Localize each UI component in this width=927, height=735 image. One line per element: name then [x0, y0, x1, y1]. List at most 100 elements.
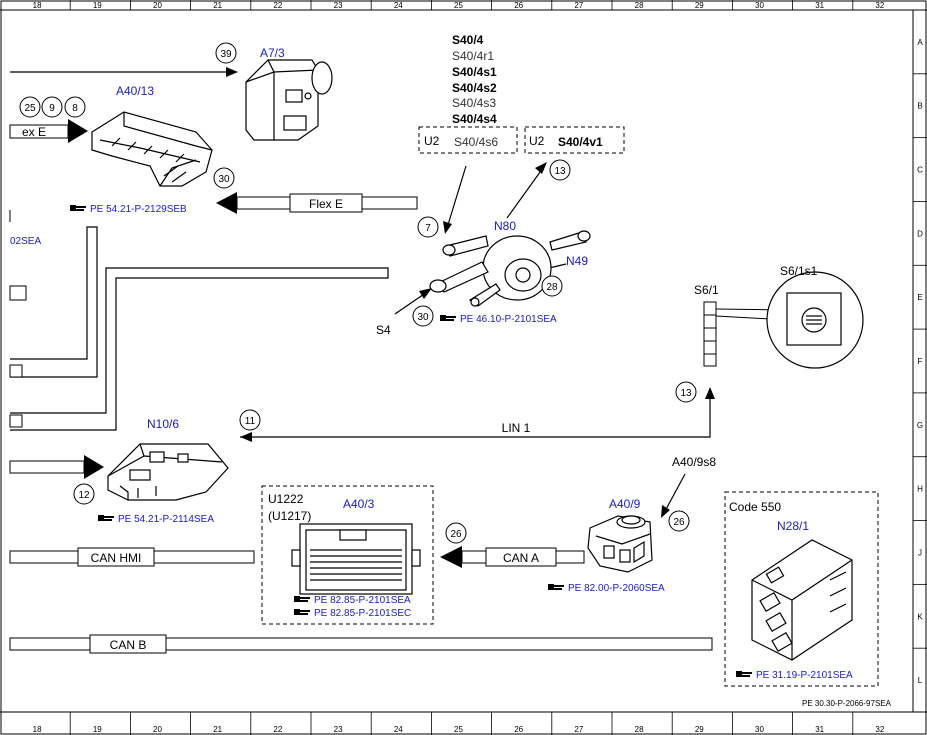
label-n10-6: N10/6: [147, 417, 179, 431]
row-letter-G: G: [917, 421, 923, 430]
column-number-18: 18: [33, 1, 42, 10]
bus-flex-e: Flex E: [309, 197, 343, 211]
column-number-27: 27: [574, 725, 583, 734]
label-a40-9: A40/9: [609, 497, 641, 511]
n80-steering-module: [429, 230, 591, 307]
label-n80: N80: [494, 219, 516, 233]
pointing-hand-icon: [736, 671, 752, 677]
ref-7: 7: [425, 223, 431, 234]
column-number-30: 30: [755, 1, 764, 10]
column-number-23: 23: [334, 725, 343, 734]
column-number-22: 22: [273, 1, 282, 10]
s40-line-1: S40/4: [452, 33, 484, 47]
pointing-hand-icon: [294, 596, 310, 602]
column-number-19: 19: [93, 725, 102, 734]
pe-left-partial: 02SEA: [10, 236, 41, 247]
column-number-21: 21: [213, 1, 222, 10]
row-letter-K: K: [917, 612, 923, 621]
column-number-31: 31: [815, 1, 824, 10]
ref-26-right: 26: [673, 517, 685, 528]
row-letter-E: E: [917, 293, 922, 302]
column-number-25: 25: [454, 1, 463, 10]
column-number-32: 32: [875, 725, 884, 734]
u2-left-box-label: U2: [424, 134, 440, 148]
label-a40-3: A40/3: [343, 497, 375, 511]
label-n49: N49: [566, 254, 588, 268]
column-number-24: 24: [394, 725, 403, 734]
label-u1222: U1222: [268, 492, 304, 506]
bus-can-b: CAN B: [110, 638, 147, 652]
label-code-550: Code 550: [729, 500, 781, 514]
a40-9-ignition-unit: [587, 515, 653, 573]
bus-can-hmi: CAN HMI: [91, 551, 142, 565]
ref-25: 25: [24, 103, 36, 114]
ref-26-left: 26: [450, 529, 462, 540]
ref-11: 11: [245, 416, 256, 427]
row-letter-J: J: [918, 548, 922, 557]
s40-line-5: S40/4s3: [452, 96, 496, 110]
pe-n10-6[interactable]: PE 54.21-P-2114SEA: [118, 514, 214, 525]
pointing-hand-icon: [548, 584, 564, 590]
ref-13-n80: 13: [554, 166, 566, 177]
s40-line-3: S40/4s1: [452, 65, 497, 79]
column-number-25: 25: [454, 725, 463, 734]
label-a40-13: A40/13: [116, 84, 154, 98]
doc-reference: PE 30.30-P-2066-97SEA: [802, 699, 892, 708]
pe-a40-9[interactable]: PE 82.00-P-2060SEA: [568, 583, 665, 594]
pe-a40-3-1[interactable]: PE 82.85-P-2101SEA: [314, 595, 411, 606]
column-number-31: 31: [815, 725, 824, 734]
row-letter-F: F: [918, 357, 923, 366]
pe-n28-1[interactable]: PE 31.19-P-2101SEA: [756, 670, 853, 681]
label-a7-3: A7/3: [260, 46, 285, 60]
pe-n80[interactable]: PE 46.10-P-2101SEA: [460, 314, 557, 325]
n28-1-trailer-module: [751, 539, 853, 661]
a40-3-head-unit: [291, 523, 421, 595]
column-number-20: 20: [153, 1, 162, 10]
row-letter-C: C: [917, 166, 923, 175]
row-letter-L: L: [918, 676, 923, 685]
pointing-hand-icon: [294, 609, 310, 615]
column-number-29: 29: [695, 1, 704, 10]
u2-left-item: S40/4s6: [454, 135, 498, 149]
column-number-30: 30: [755, 725, 764, 734]
ref-12: 12: [78, 490, 90, 501]
pointing-hand-icon: [98, 515, 114, 521]
row-letter-A: A: [917, 38, 923, 47]
bus-can-a: CAN A: [503, 551, 539, 565]
column-number-22: 22: [273, 725, 282, 734]
ref-28: 28: [546, 282, 558, 293]
label-s4: S4: [376, 323, 391, 337]
s40-line-4: S40/4s2: [452, 81, 497, 95]
pe-a40-13[interactable]: PE 54.21-P-2129SEB: [90, 204, 187, 215]
a7-3-hydraulic-unit: [245, 59, 333, 141]
row-letter-H: H: [917, 485, 923, 494]
column-number-19: 19: [93, 1, 102, 10]
pointing-hand-icon: [70, 205, 86, 211]
column-number-28: 28: [635, 1, 644, 10]
column-number-26: 26: [514, 725, 523, 734]
ref-30-a40-13: 30: [218, 174, 230, 185]
n10-6-control-module: [107, 443, 229, 501]
column-number-27: 27: [574, 1, 583, 10]
pe-a40-3-2[interactable]: PE 82.85-P-2101SEC: [314, 608, 411, 619]
label-s6-1s1: S6/1s1: [780, 264, 818, 278]
u2-right-item: S40/4v1: [558, 135, 603, 149]
ref-9: 9: [49, 103, 55, 114]
row-letter-D: D: [917, 229, 923, 238]
bus-lin-1: LIN 1: [502, 421, 531, 435]
s6-1s1-switch-detail: [766, 271, 864, 369]
ref-13-s6: 13: [680, 388, 692, 399]
ref-8: 8: [72, 103, 78, 114]
label-u1217: (U1217): [268, 509, 311, 523]
column-number-21: 21: [213, 725, 222, 734]
bus-flex-e-left: ex E: [22, 125, 46, 139]
ref-39: 39: [220, 49, 232, 60]
a40-13-connector: [91, 111, 213, 187]
column-number-23: 23: [334, 1, 343, 10]
column-number-24: 24: [394, 1, 403, 10]
label-n28-1: N28/1: [777, 519, 809, 533]
